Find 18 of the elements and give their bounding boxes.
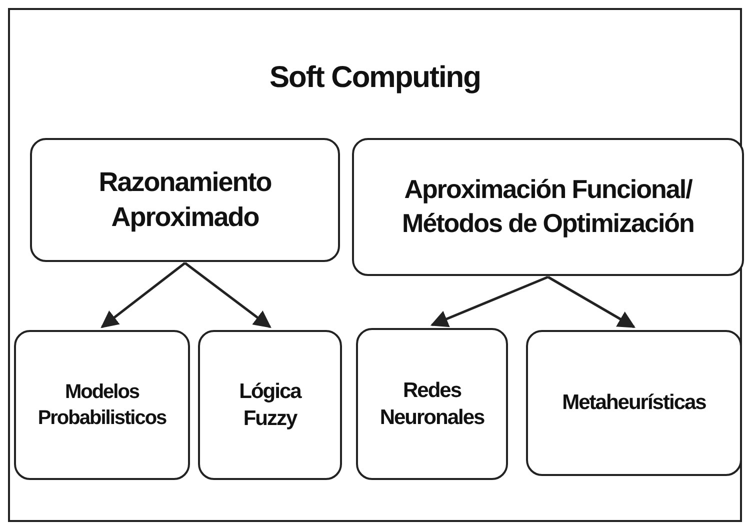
concept-box	[356, 328, 508, 480]
diagram-frame	[8, 8, 742, 522]
concept-label: Metaheurísticas	[561, 390, 707, 416]
concept-box	[526, 330, 742, 476]
concept-label: Aproximación Funcional/ Métodos de Optimización	[401, 173, 695, 240]
arrow	[547, 276, 636, 328]
concept-label: Lógica Fuzzy	[238, 378, 303, 432]
concept-label: Redes Neuronales	[378, 378, 486, 431]
concept-label: Modelos Probabilisticos	[36, 380, 168, 431]
concept-box	[352, 138, 744, 276]
arrow	[184, 262, 272, 328]
arrow	[430, 276, 548, 328]
concept-box	[30, 138, 340, 262]
arrow	[100, 262, 186, 328]
concept-box	[198, 330, 342, 480]
frame-heading: Soft Computing	[268, 60, 482, 96]
concept-label: Razonamiento Aproximado	[98, 166, 272, 234]
concept-box	[14, 330, 190, 480]
